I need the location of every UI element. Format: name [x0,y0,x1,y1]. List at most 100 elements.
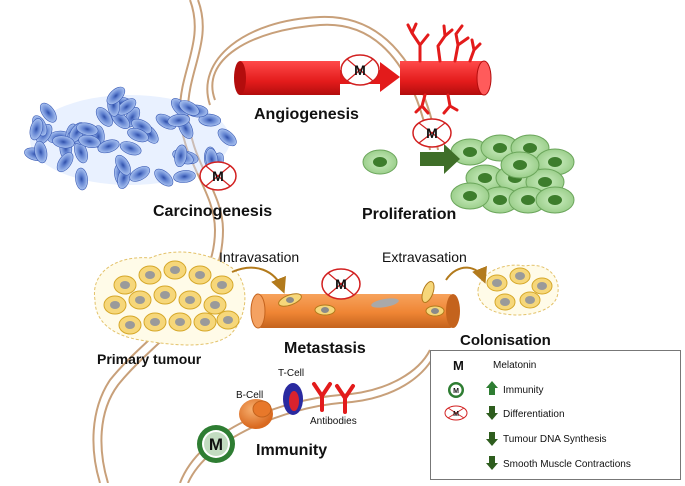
blue-cancer-cell [75,167,88,191]
proliferation-arrow [420,144,460,174]
label-carcinogenesis: Carcinogenesis [153,203,272,220]
m-symbol: M [212,168,224,184]
blue-cancer-cell [129,166,151,182]
m-symbol: M [426,125,438,141]
colonising-cell-nucleus [525,296,535,304]
tumour-cell-nucleus [110,301,120,309]
tumour-cell-nucleus [185,296,195,304]
blue-cancer-cell [198,113,222,127]
colonising-cell-nucleus [515,272,525,280]
t-cell-icon [283,383,303,415]
tumour-cell-nucleus [145,271,155,279]
tumour-cell-nucleus [160,291,170,299]
label-b-cell: B-Cell [236,390,263,401]
angiogenesis-vessel-right [400,60,492,96]
blue-cancer-cell [39,102,57,123]
antibodies-icon [312,382,355,414]
legend-canvas: M Melatonin M Immunity M Differentiation… [444,358,631,470]
green-cell-nucleus [538,177,552,187]
tumour-cell-nucleus [217,281,227,289]
colonising-cell-nucleus [500,298,510,306]
tumour-cell-nucleus [135,296,145,304]
blue-cancer-cell [97,139,120,154]
label-intravasation: Intravasation [219,249,299,265]
label-t-cell: T-Cell [278,368,304,379]
legend-panel: M Melatonin M Immunity M Differentiation… [430,350,681,480]
label-colonisation: Colonisation [460,332,551,349]
green-cell-nucleus [523,143,537,153]
legend-smooth-muscle-contractions-label: Smooth Muscle Contractions [503,459,631,470]
blue-cancer-cell [115,154,131,176]
carcinogenesis-cell-cluster [24,86,237,191]
intravasation-arrow [231,266,286,294]
colonisation-cluster [477,264,559,316]
melatonin-inhibitor-angiogenesis: M [340,54,380,86]
extravasation-arrow [445,265,487,284]
melatonin-inhibitor-proliferation: M [412,118,452,148]
new-capillary-sprouts [406,22,482,115]
blue-cancer-cell [106,86,126,105]
tumour-cell-nucleus [210,301,220,309]
blue-cancer-cell [127,127,149,143]
blue-cancer-cell [173,170,196,183]
legend-up-arrow-icon [486,381,498,395]
melatonin-inhibitor-carcinogenesis: M [199,161,237,191]
m-symbol: M [354,62,366,78]
green-cell-nucleus [521,195,535,205]
legend-melatonin-inhibitor-icon: M [444,405,468,421]
label-extravasation: Extravasation [382,249,467,265]
blue-cancer-cell [154,168,174,187]
melatonin-inhibitor-metastasis: M [321,268,361,300]
green-cell-nucleus [463,191,477,201]
tumour-cell-nucleus [200,318,210,326]
m-symbol: M [453,411,459,418]
legend-down-arrow-icon [486,406,498,420]
label-metastasis: Metastasis [284,340,366,357]
legend-melatonin-stimulator-icon: M [448,382,464,398]
legend-melatonin-symbol: M [453,358,464,373]
green-cell-nucleus [548,195,562,205]
blue-cancer-cell [119,141,142,156]
blue-cancer-cell [76,122,99,136]
label-primary-tumour: Primary tumour [97,351,202,367]
tumour-cell-nucleus [175,318,185,326]
green-cell-nucleus [478,173,492,183]
green-cell-nucleus [463,147,477,157]
label-proliferation: Proliferation [362,206,456,223]
blue-cancer-cell [95,107,113,127]
blue-cancer-cell [217,128,237,147]
tumour-cell-nucleus [150,318,160,326]
legend-down-arrow-icon [486,432,498,446]
green-cell-nucleus [493,195,507,205]
green-cell-nucleus [493,143,507,153]
label-antibodies: Antibodies [310,416,357,427]
legend-tumour-dna-synthesis-label: Tumour DNA Synthesis [503,434,607,445]
proliferation-cells [362,134,575,214]
legend-immunity-label: Immunity [503,385,544,396]
tumour-cell-nucleus [170,266,180,274]
blue-cancer-cell [167,113,190,127]
angiogenesis-vessel-left [234,61,340,95]
legend-melatonin-label: Melatonin [493,360,536,371]
primary-tumour-cluster [94,251,246,346]
blue-cancer-cell [56,152,74,173]
legend-down-arrow-icon [486,456,498,470]
colonising-cell-nucleus [537,282,547,290]
m-symbol: M [209,435,223,454]
tumour-cell-nucleus [125,321,135,329]
m-symbol: M [335,276,347,292]
b-cell-icon [239,399,273,429]
blue-cancer-cell [178,100,200,116]
blue-cancer-cell [52,135,75,149]
tumour-cell-nucleus [195,271,205,279]
blue-cancer-cell [29,118,44,141]
green-cell-nucleus [513,160,527,170]
tumour-cell-nucleus [120,281,130,289]
colonising-cell-nucleus [492,279,502,287]
metastasis-vessel [250,281,460,329]
label-immunity: Immunity [256,442,327,459]
label-angiogenesis: Angiogenesis [254,106,359,123]
m-symbol: M [453,388,459,395]
legend-differentiation-label: Differentiation [503,409,565,420]
